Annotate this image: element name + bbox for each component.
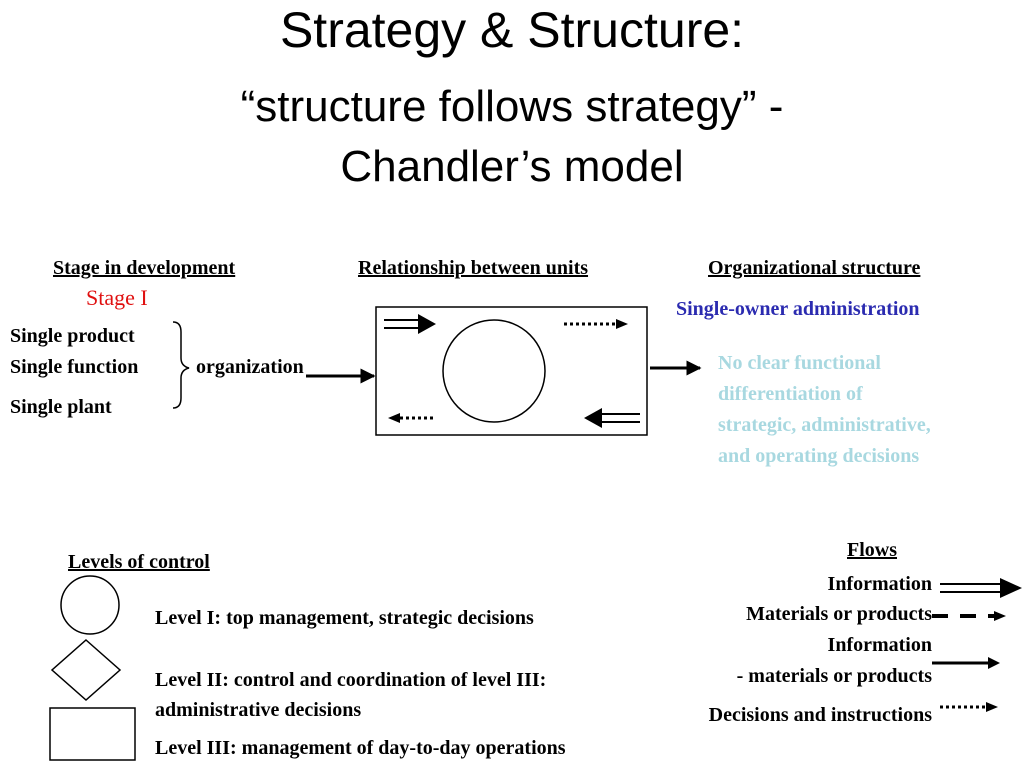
- header-stage: Stage in development: [53, 257, 236, 279]
- double-arrow-bottom: [584, 408, 640, 428]
- structure-description-line: and operating decisions: [718, 445, 920, 467]
- slide-title-line3: Chandler’s model: [340, 142, 684, 191]
- slide-title-line2: “structure follows strategy” -: [240, 82, 784, 131]
- flow-label-information-double: Information: [827, 573, 932, 595]
- dotted-arrow-top: [564, 319, 628, 329]
- level-3-rectangle-shape: [49, 707, 136, 761]
- structure-description-line: strategic, administrative,: [718, 414, 931, 436]
- flow-label-decisions-dotted: Decisions and instructions: [708, 704, 932, 726]
- header-org-structure: Organizational structure: [708, 257, 921, 279]
- levels-header: Levels of control: [68, 551, 210, 573]
- slide-title-line1: Strategy & Structure:: [279, 2, 745, 58]
- structure-description-line: differentiation of: [718, 383, 863, 405]
- stage-brace: [172, 321, 190, 409]
- structure-description-line: No clear functional: [718, 352, 881, 374]
- flow-arrow-dashed: [932, 611, 1006, 621]
- stage-item-single-function: Single function: [10, 356, 139, 378]
- header-relationship: Relationship between units: [358, 257, 589, 279]
- stage-item-single-plant: Single plant: [10, 396, 112, 418]
- structure-title: Single-owner administration: [676, 298, 920, 320]
- dotted-arrow-bottom: [388, 413, 436, 423]
- level-2-diamond-shape: [50, 638, 122, 702]
- flow-arrow-dotted: [940, 702, 998, 712]
- double-arrow-top: [384, 314, 436, 334]
- level-1-text: Level I: top management, strategic decis…: [155, 607, 534, 629]
- flows-header: Flows: [847, 539, 897, 561]
- top-management-circle: [442, 319, 546, 423]
- flow-label-materials-solid: - materials or products: [736, 665, 932, 687]
- level-1-circle-shape: [60, 575, 120, 635]
- stage-item-single-product: Single product: [10, 325, 135, 347]
- flow-arrow-double: [940, 578, 1022, 598]
- structure-description: No clear functional differentiation of s…: [718, 348, 1018, 472]
- flow-label-materials-dashed: Materials or products: [746, 603, 932, 625]
- level-3-text: Level III: management of day-to-day oper…: [155, 737, 566, 759]
- flow-label-information-solid: Information: [827, 634, 932, 656]
- level-2-text-line1: Level II: control and coordination of le…: [155, 669, 547, 691]
- stage-label: Stage I: [86, 285, 148, 310]
- flow-arrow-solid: [932, 657, 1000, 669]
- organization-label: organization: [196, 356, 304, 378]
- level-2-text-line2: administrative decisions: [155, 699, 362, 721]
